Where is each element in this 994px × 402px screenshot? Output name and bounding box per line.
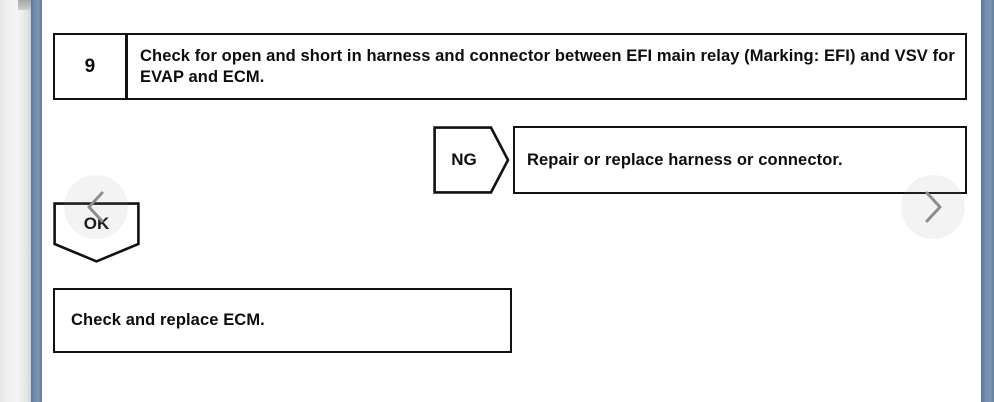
step-number: 9	[84, 55, 96, 77]
next-page-button[interactable]	[901, 175, 965, 239]
ok-branch-arrow: OK	[53, 202, 140, 263]
right-edge-bar	[981, 0, 994, 402]
document-page: 9 Check for open and short in harness an…	[42, 0, 981, 402]
ng-result-text: Repair or replace harness or connector.	[527, 150, 843, 169]
vertical-scrollbar-thumb[interactable]	[18, 0, 33, 10]
ng-result-box: Repair or replace harness or connector.	[513, 126, 967, 194]
chevron-left-icon	[83, 190, 109, 224]
step-description-text: Check for open and short in harness and …	[140, 47, 955, 86]
ok-result-box: Check and replace ECM.	[53, 288, 512, 353]
ok-branch-label: OK	[83, 214, 110, 233]
left-gradient-panel	[0, 0, 33, 402]
left-edge-bar	[31, 0, 42, 402]
ok-result-text: Check and replace ECM.	[71, 311, 265, 330]
previous-page-button[interactable]	[64, 175, 128, 239]
ng-branch-label: NG	[451, 150, 477, 169]
ng-branch-arrow: NG	[433, 126, 510, 194]
step-number-cell: 9	[53, 33, 127, 100]
step-description-cell: Check for open and short in harness and …	[126, 33, 967, 100]
chevron-right-icon	[920, 190, 946, 224]
